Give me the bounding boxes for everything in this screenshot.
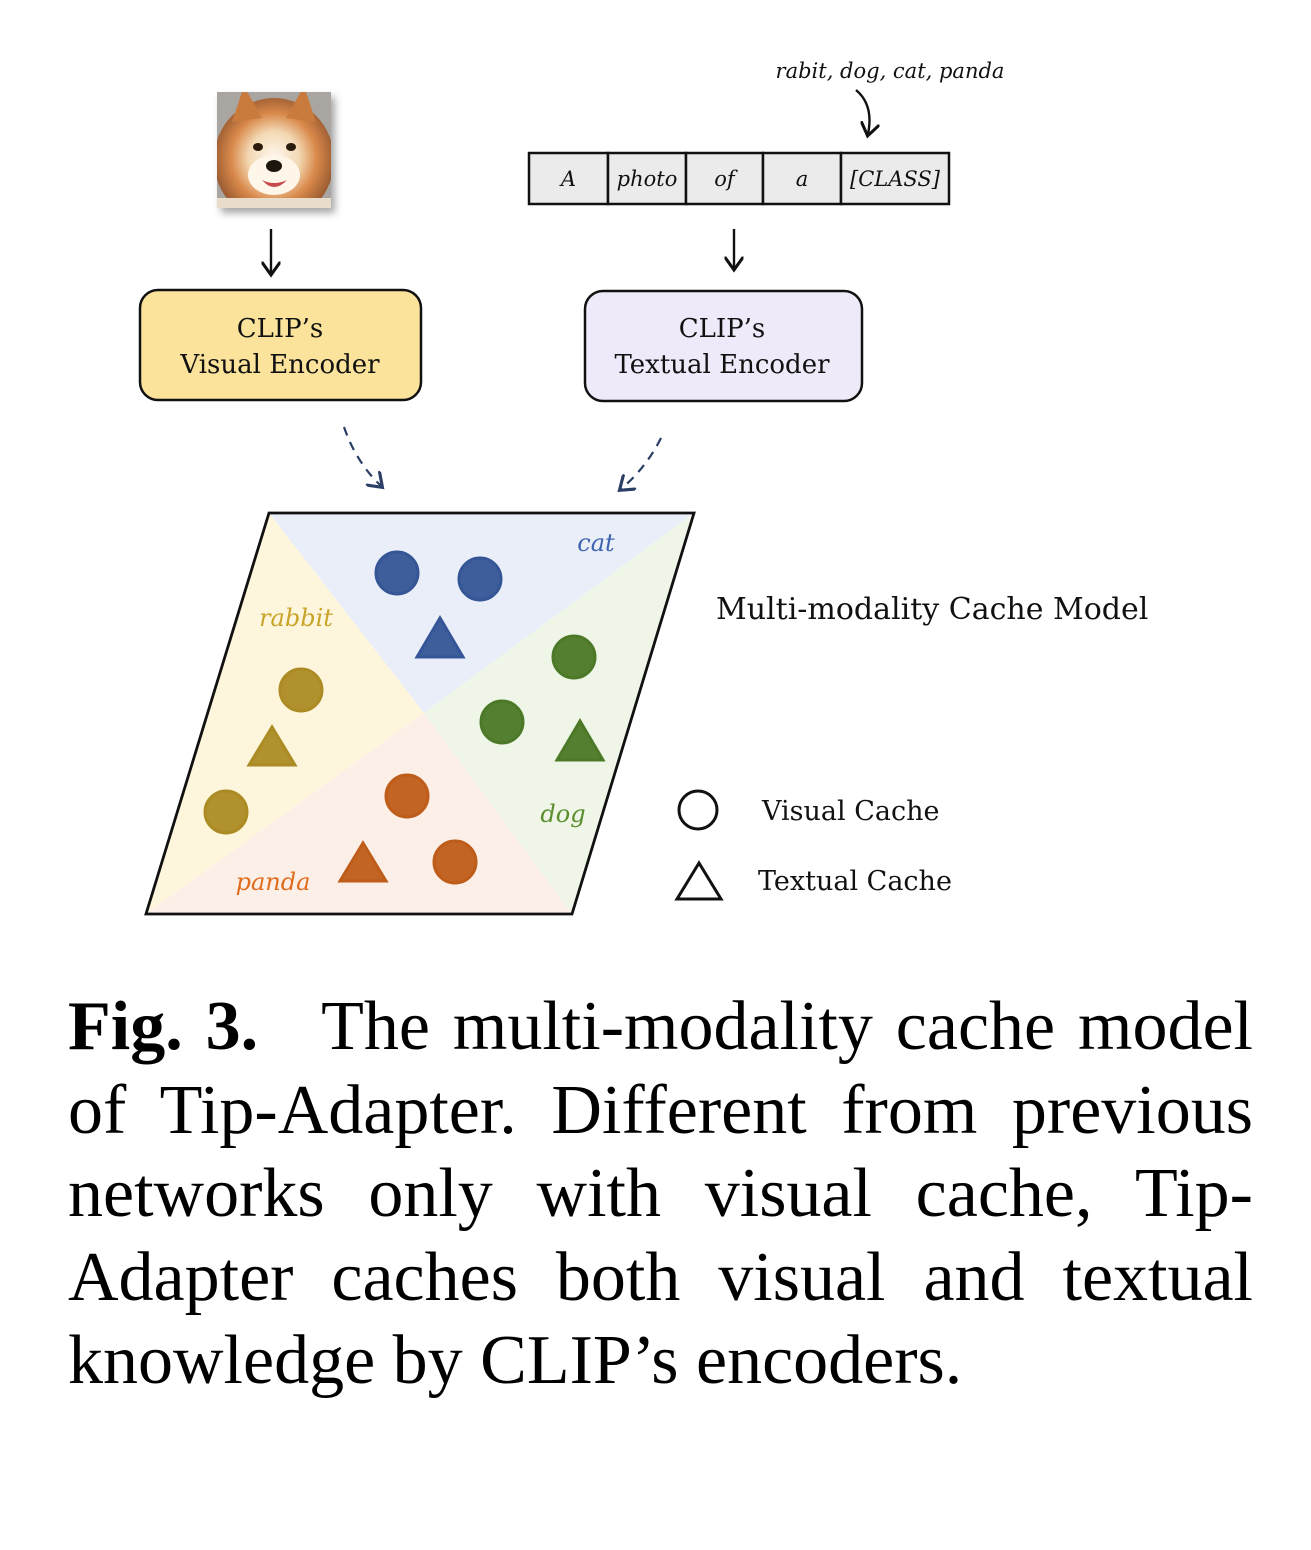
arrow-class-list-to-class-token <box>855 89 870 134</box>
dog-visual-cache-point <box>551 634 597 680</box>
legend: Visual Cache Textual Cache <box>674 789 952 901</box>
legend-textual-cache-label: Textual Cache <box>758 866 952 897</box>
textual-encoder-line1: CLIP’s <box>679 314 766 344</box>
prompt-token-label: of <box>714 167 738 191</box>
prompt-token-cell: of <box>684 151 765 206</box>
region-cat <box>269 513 694 713</box>
region-label-panda: panda <box>236 868 311 896</box>
dog-visual-cache-point <box>479 699 525 745</box>
textual-encoder-box: CLIP’s Textual Encoder <box>583 289 864 403</box>
panda-visual-cache-point <box>384 773 430 819</box>
prompt-token-cell: A <box>527 151 610 206</box>
region-label-cat: cat <box>577 529 615 557</box>
cat-visual-cache-point <box>374 550 420 596</box>
prompt-token-label: a <box>796 167 809 191</box>
prompt-token-label: photo <box>617 167 678 191</box>
region-label-rabbit: rabbit <box>259 604 333 632</box>
caption-label: Fig. 3. <box>68 988 259 1065</box>
legend-circle-icon <box>677 789 719 831</box>
rabbit-textual-cache-point <box>246 724 298 767</box>
prompt-token-cell: [CLASS] <box>839 151 951 206</box>
cache-model-title: Multi-modality Cache Model <box>716 592 1148 627</box>
panda-textual-cache-point <box>337 840 389 883</box>
visual-encoder-line2: Visual Encoder <box>179 350 380 380</box>
rabbit-visual-cache-point <box>203 789 249 835</box>
cat-visual-cache-point <box>457 556 503 602</box>
figure-caption: Fig. 3.The multi-modality cache model of… <box>68 985 1253 1403</box>
panda-visual-cache-point <box>432 839 478 885</box>
class-list-label: rabit, dog, cat, panda <box>776 59 1005 83</box>
dog-textual-cache-point <box>554 718 606 762</box>
prompt-token-label: [CLASS] <box>850 167 941 191</box>
rabbit-visual-cache-point <box>278 667 324 713</box>
legend-visual-cache-label: Visual Cache <box>761 796 939 827</box>
prompt-token-label: A <box>559 167 576 191</box>
dashed-arrow-visual-to-cache <box>342 426 381 486</box>
dashed-arrow-textual-to-cache <box>621 437 662 489</box>
region-label-dog: dog <box>540 800 585 828</box>
visual-encoder-line1: CLIP’s <box>237 314 324 344</box>
visual-encoder-box: CLIP’s Visual Encoder <box>138 288 423 402</box>
cache-model-border <box>144 511 696 916</box>
caption-text: The multi-modality cache model of Tip-Ad… <box>68 988 1253 1399</box>
dog-photo <box>217 92 331 208</box>
prompt-token-cell: photo <box>606 151 688 206</box>
textual-encoder-line2: Textual Encoder <box>614 350 830 380</box>
prompt-token-cell: a <box>761 151 843 206</box>
cat-textual-cache-point <box>414 615 466 659</box>
region-dog <box>424 513 694 914</box>
legend-triangle-icon <box>674 860 724 901</box>
cache-model: cat rabbit dog panda <box>144 511 696 916</box>
